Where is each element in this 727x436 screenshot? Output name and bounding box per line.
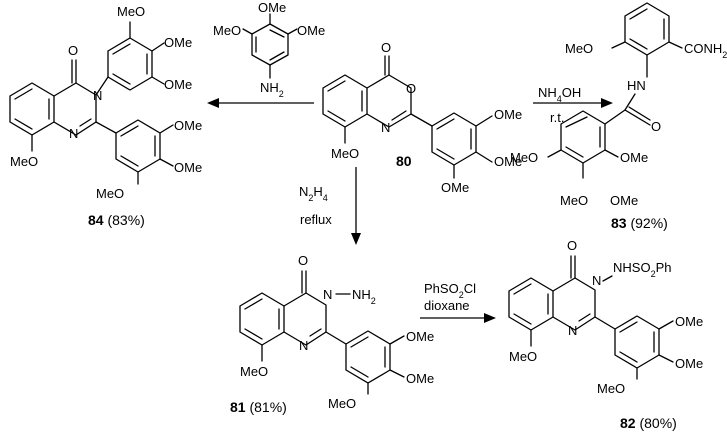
- compound-82-ome-8: MeO: [509, 349, 537, 364]
- compound-84-ome-mid-right: OMe: [164, 77, 192, 92]
- compound-83-meo-4: MeO: [560, 193, 588, 208]
- compound-82-carbonyl-o: O: [567, 238, 577, 253]
- aniline-ome-3: MeO: [213, 23, 241, 38]
- compound-84-ome-lower-1: OMe: [174, 118, 202, 133]
- compound-84-meo-top: MeO: [117, 4, 145, 19]
- compound-80-ring-o: O: [406, 81, 416, 96]
- compound-81-structure: [239, 270, 405, 395]
- compound-82-meo-5: MeO: [597, 381, 625, 396]
- compound-80-number: 80: [396, 153, 412, 169]
- compound-83-meo-3: MeO: [510, 150, 538, 165]
- compound-84-n1: N: [69, 126, 78, 141]
- condition-reflux: reflux: [300, 212, 332, 227]
- compound-83-ome-5: OMe: [620, 150, 648, 165]
- arrow-80-to-81: [351, 167, 361, 245]
- reagent-phso2cl: PhSO2Cl: [424, 281, 476, 300]
- compound-80-ome-5: OMe: [441, 180, 469, 195]
- arrow-81-to-82: [420, 313, 496, 323]
- compound-81-nh2: NH2: [352, 287, 376, 306]
- compound-83-nh: HN: [627, 78, 646, 93]
- compound-81-ome-8: MeO: [240, 364, 268, 379]
- compound-82-nhso2ph: NHSO2Ph: [613, 260, 671, 279]
- compound-80-ring-n: N: [381, 120, 390, 135]
- compound-82-n3: N: [592, 273, 601, 288]
- compound-82-structure: [508, 255, 674, 380]
- compound-80-carbonyl-o: O: [381, 40, 391, 55]
- compound-84-meo-bottom: MeO: [96, 186, 124, 201]
- condition-rt: r.t.: [550, 110, 564, 125]
- compound-83-label: 83 (92%): [611, 215, 668, 231]
- compound-80-structure: [322, 55, 493, 179]
- compound-81-n3: N: [323, 287, 332, 302]
- compound-83-carbonyl-o: O: [651, 119, 661, 134]
- compound-81-n1: N: [299, 338, 308, 353]
- compound-81-carbonyl-o: O: [298, 253, 308, 268]
- compound-84-n3: N: [93, 88, 102, 103]
- reagent-n2h4: N2H4: [299, 184, 328, 203]
- compound-82-label: 82 (80%): [620, 415, 677, 431]
- compound-82-ome-3: OMe: [675, 314, 703, 329]
- compound-83-structure: [547, 2, 683, 179]
- arrow-80-to-83: [533, 98, 613, 108]
- compound-84-carbonyl-o: O: [68, 43, 78, 58]
- compound-84-ome-top-right: OMe: [164, 35, 192, 50]
- reagent-nh4oh: NH4OH: [538, 85, 581, 104]
- aniline-reagent-structure: [242, 13, 298, 79]
- compound-81-ome-4: OMe: [406, 371, 434, 386]
- compound-80-ome-3: OMe: [494, 107, 522, 122]
- compound-84-ome-8: MeO: [10, 154, 38, 169]
- compound-82-n1: N: [568, 323, 577, 338]
- solvent-dioxane: dioxane: [424, 298, 470, 313]
- compound-81-meo-5: MeO: [328, 396, 356, 411]
- compound-84-structure: [9, 21, 174, 185]
- compound-82-ome-4: OMe: [675, 356, 703, 371]
- compound-83-ome-4b: OMe: [610, 193, 638, 208]
- compound-84-label: 84 (83%): [88, 212, 145, 228]
- arrow-80-to-84: [207, 98, 314, 108]
- compound-83-conh2: CONH2: [684, 41, 727, 60]
- compound-81-ome-3: OMe: [406, 329, 434, 344]
- compound-81-label: 81 (81%): [230, 399, 287, 415]
- aniline-ome-4: OMe: [258, 0, 286, 15]
- compound-84-ome-lower-2: OMe: [174, 160, 202, 175]
- compound-80-ome-8: MeO: [331, 146, 359, 161]
- compound-83-meo: MeO: [565, 41, 593, 56]
- compound-80-ome-4: OMe: [494, 154, 522, 169]
- aniline-ome-5: OMe: [297, 23, 325, 38]
- aniline-nh2: NH2: [260, 80, 284, 99]
